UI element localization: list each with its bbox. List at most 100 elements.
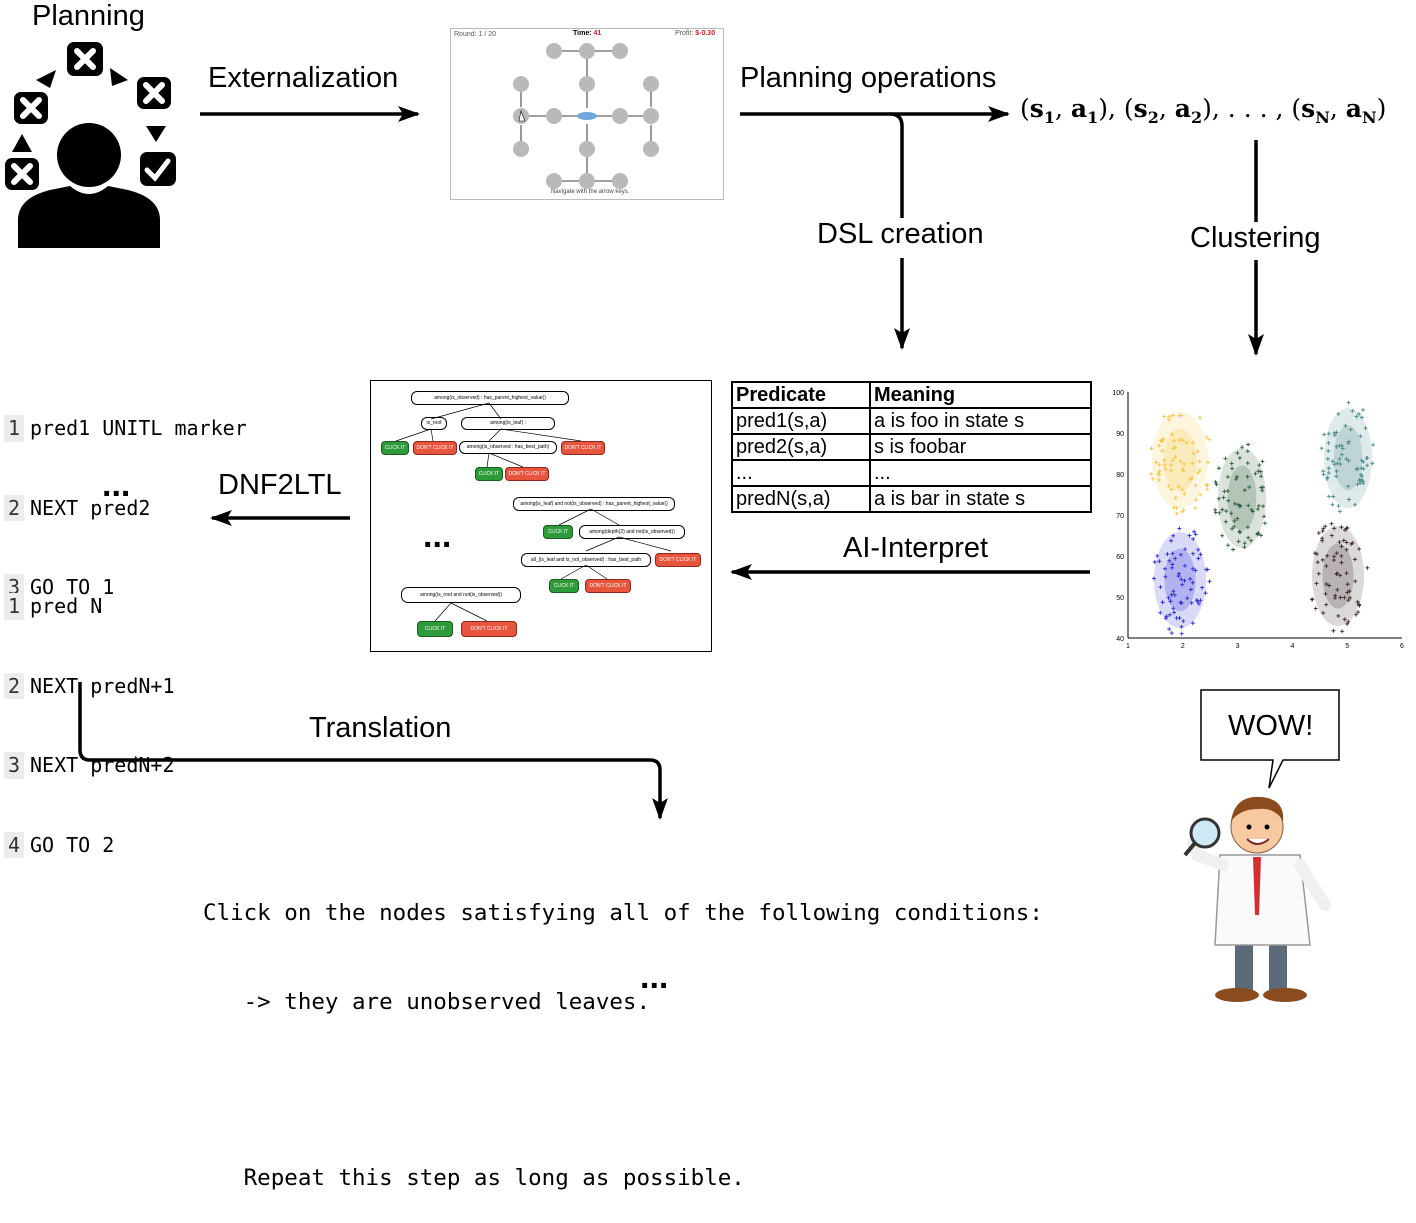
cluster-point xyxy=(1195,470,1200,475)
cluster-point xyxy=(1234,477,1239,482)
table-row: ... ... xyxy=(731,459,1092,487)
cluster-point xyxy=(1314,581,1319,586)
cluster-point xyxy=(1184,440,1189,445)
translation-label: Translation xyxy=(309,712,452,744)
cluster-point xyxy=(1336,613,1341,618)
cluster-point xyxy=(1246,535,1251,540)
cluster-point xyxy=(1174,616,1179,621)
externalization-label: Externalization xyxy=(208,62,399,94)
meaning-cell: a is bar in state s xyxy=(869,485,1092,513)
cluster-point xyxy=(1167,414,1172,419)
cluster-point xyxy=(1225,489,1230,494)
cluster-point xyxy=(1324,602,1329,607)
cluster-point xyxy=(1346,497,1351,502)
cluster-point xyxy=(1349,541,1354,546)
cluster-point xyxy=(1190,580,1195,585)
cluster-point xyxy=(1238,530,1243,535)
cluster-point xyxy=(1321,610,1326,615)
cluster-point xyxy=(1177,437,1182,442)
cluster-point xyxy=(1320,557,1325,562)
tree-node: all_(is_leaf and is_not_observed) : has_… xyxy=(521,553,651,567)
scientist-with-magnifier-icon xyxy=(1183,796,1331,1002)
cluster-point xyxy=(1179,577,1184,582)
cluster-point xyxy=(1176,484,1181,489)
cluster-point xyxy=(1346,439,1351,444)
cluster-point xyxy=(1358,434,1363,439)
cluster-point xyxy=(1158,585,1163,590)
cluster-point xyxy=(1236,539,1241,544)
cluster-point xyxy=(1245,461,1250,466)
cluster-point xyxy=(1157,477,1162,482)
y-tick-label: 80 xyxy=(1116,472,1124,479)
tree-node: among(is_observed) : has_parent_highest_… xyxy=(411,391,569,405)
cluster-point xyxy=(1190,621,1195,626)
code-ellipsis: ... xyxy=(102,466,131,504)
cluster-point xyxy=(1172,610,1177,615)
cluster-point xyxy=(1170,458,1175,463)
cluster-point xyxy=(1168,599,1173,604)
cluster-point xyxy=(1336,504,1341,509)
cluster-point xyxy=(1314,552,1319,557)
cluster-point xyxy=(1162,462,1167,467)
x-tick-label: 4 xyxy=(1290,643,1294,650)
clustering-label: Clustering xyxy=(1190,222,1321,254)
cluster-point xyxy=(1245,474,1250,479)
wow-text: WOW! xyxy=(1228,710,1314,742)
cluster-point xyxy=(1226,498,1231,503)
cluster-point xyxy=(1339,452,1344,457)
meaning-cell: a is foo in state s xyxy=(869,407,1092,435)
cluster-point xyxy=(1213,507,1218,512)
cluster-point xyxy=(1169,538,1174,543)
cluster-point xyxy=(1170,565,1175,570)
cluster-point xyxy=(1246,442,1251,447)
cluster-point xyxy=(1198,598,1203,603)
click-leaf: CLICK IT xyxy=(417,621,453,637)
cluster-point xyxy=(1346,400,1351,405)
profit-readout: Profit: $-0.30 xyxy=(675,30,715,37)
cluster-point xyxy=(1222,489,1227,494)
cluster-point xyxy=(1159,438,1164,443)
cluster-point xyxy=(1345,582,1350,587)
table-header-row: Predicate Meaning xyxy=(731,381,1092,409)
dont-click-leaf: DON'T CLICK IT xyxy=(461,621,517,637)
profit-label: Profit: xyxy=(675,30,694,37)
cluster-point xyxy=(1223,456,1228,461)
cluster-point xyxy=(1256,503,1261,508)
cluster-point xyxy=(1361,466,1366,471)
cluster-point xyxy=(1191,440,1196,445)
cluster-point xyxy=(1178,600,1183,605)
cluster-point xyxy=(1342,595,1347,600)
cluster-point xyxy=(1359,415,1364,420)
cluster-point xyxy=(1324,564,1329,569)
cluster-point xyxy=(1341,538,1346,543)
cluster-point xyxy=(1332,554,1337,559)
cluster-point xyxy=(1158,610,1163,615)
cluster-point xyxy=(1229,511,1234,516)
cluster-point xyxy=(1204,435,1209,440)
cluster-point xyxy=(1260,459,1265,464)
cluster-point xyxy=(1355,482,1360,487)
cluster-point xyxy=(1174,511,1179,516)
speech-bubble xyxy=(1200,689,1340,789)
cluster-point xyxy=(1339,560,1344,565)
tree-node: is_root xyxy=(421,417,447,430)
dsl-creation-connector-top xyxy=(889,112,904,218)
cluster-point xyxy=(1190,461,1195,466)
cluster-point xyxy=(1334,474,1339,479)
cluster-point xyxy=(1217,510,1222,515)
cluster-point xyxy=(1242,488,1247,493)
time-value: 41 xyxy=(593,30,602,37)
cluster-point xyxy=(1191,536,1196,541)
cluster-point xyxy=(1348,595,1353,600)
cluster-point xyxy=(1326,470,1331,475)
cluster-point xyxy=(1182,578,1187,583)
cluster-point xyxy=(1365,565,1370,570)
cluster-point xyxy=(1167,612,1172,617)
cluster-point xyxy=(1321,469,1326,474)
dnf2ltl-label: DNF2LTL xyxy=(218,469,342,501)
cluster-point xyxy=(1329,521,1334,526)
